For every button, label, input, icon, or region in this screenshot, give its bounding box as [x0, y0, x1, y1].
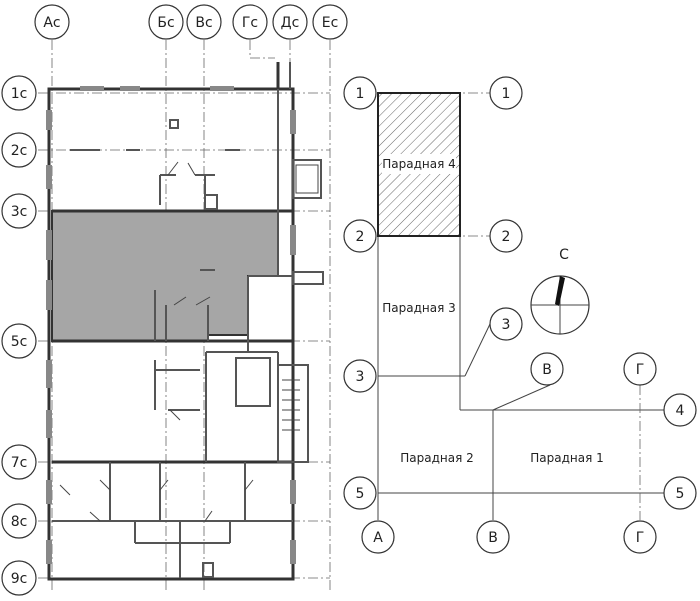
facade-windows	[46, 86, 296, 564]
axis-label: Гс	[242, 15, 258, 31]
floor-plan: Ас Бс Вс Гс Дс Ес 1с 2с 3с 5с 7с 8с 9с	[1, 4, 348, 596]
axis-label: 5	[356, 486, 365, 502]
axis-label: 2с	[11, 143, 28, 159]
section-4-label-bg	[382, 154, 456, 174]
axis-label: 3	[502, 317, 511, 333]
axis-label: А	[373, 530, 383, 546]
axis-label: 9с	[11, 571, 28, 587]
axis-label: 8с	[11, 514, 28, 530]
key-plan-bottom-axes: А В Г	[361, 520, 657, 554]
axis-label: 2	[356, 229, 365, 245]
axis-label: В	[542, 362, 552, 378]
key-plan-mid-axes: В Г	[530, 352, 657, 386]
key-plan-right-axes: 1 2 3 4 5	[489, 76, 697, 510]
section-label: Парадная 1	[530, 451, 604, 465]
key-plan: Парадная 4 Парадная 3 Парадная 2 Парадна…	[343, 76, 697, 554]
outer-walls	[47, 62, 295, 581]
axis-label: В	[488, 530, 498, 546]
stair-core	[277, 159, 324, 463]
axis-label: 3с	[11, 204, 28, 220]
section-label: Парадная 2	[400, 451, 474, 465]
axis-label: Бс	[157, 15, 174, 31]
floor-plan-top-axes: Ас Бс Вс Гс Дс Ес	[34, 4, 348, 40]
axis-label: Г	[636, 530, 645, 546]
axis-label: Ес	[322, 15, 339, 31]
axis-label: 3	[356, 369, 365, 385]
axis-label: 7с	[11, 455, 28, 471]
axis-label: 4	[676, 403, 685, 419]
key-plan-left-axes: 1 2 3 5	[343, 76, 377, 510]
axis-label: 1с	[11, 86, 28, 102]
north-compass-icon: С	[530, 247, 590, 335]
axis-label: 1	[502, 86, 511, 102]
axis-label: Вс	[195, 15, 212, 31]
axis-label: Дс	[281, 15, 300, 31]
axis-label: 5с	[11, 334, 28, 350]
axis-label: 5	[676, 486, 685, 502]
section-label: Парадная 3	[382, 301, 456, 315]
axis-label: Г	[636, 362, 645, 378]
floor-plan-left-axes: 1с 2с 3с 5с 7с 8с 9с	[1, 75, 37, 596]
axis-label: Ас	[43, 15, 60, 31]
axis-label: 1	[356, 86, 365, 102]
section-label: Парадная 4	[382, 157, 456, 171]
axis-label: 2	[502, 229, 511, 245]
compass-label: С	[559, 247, 569, 263]
